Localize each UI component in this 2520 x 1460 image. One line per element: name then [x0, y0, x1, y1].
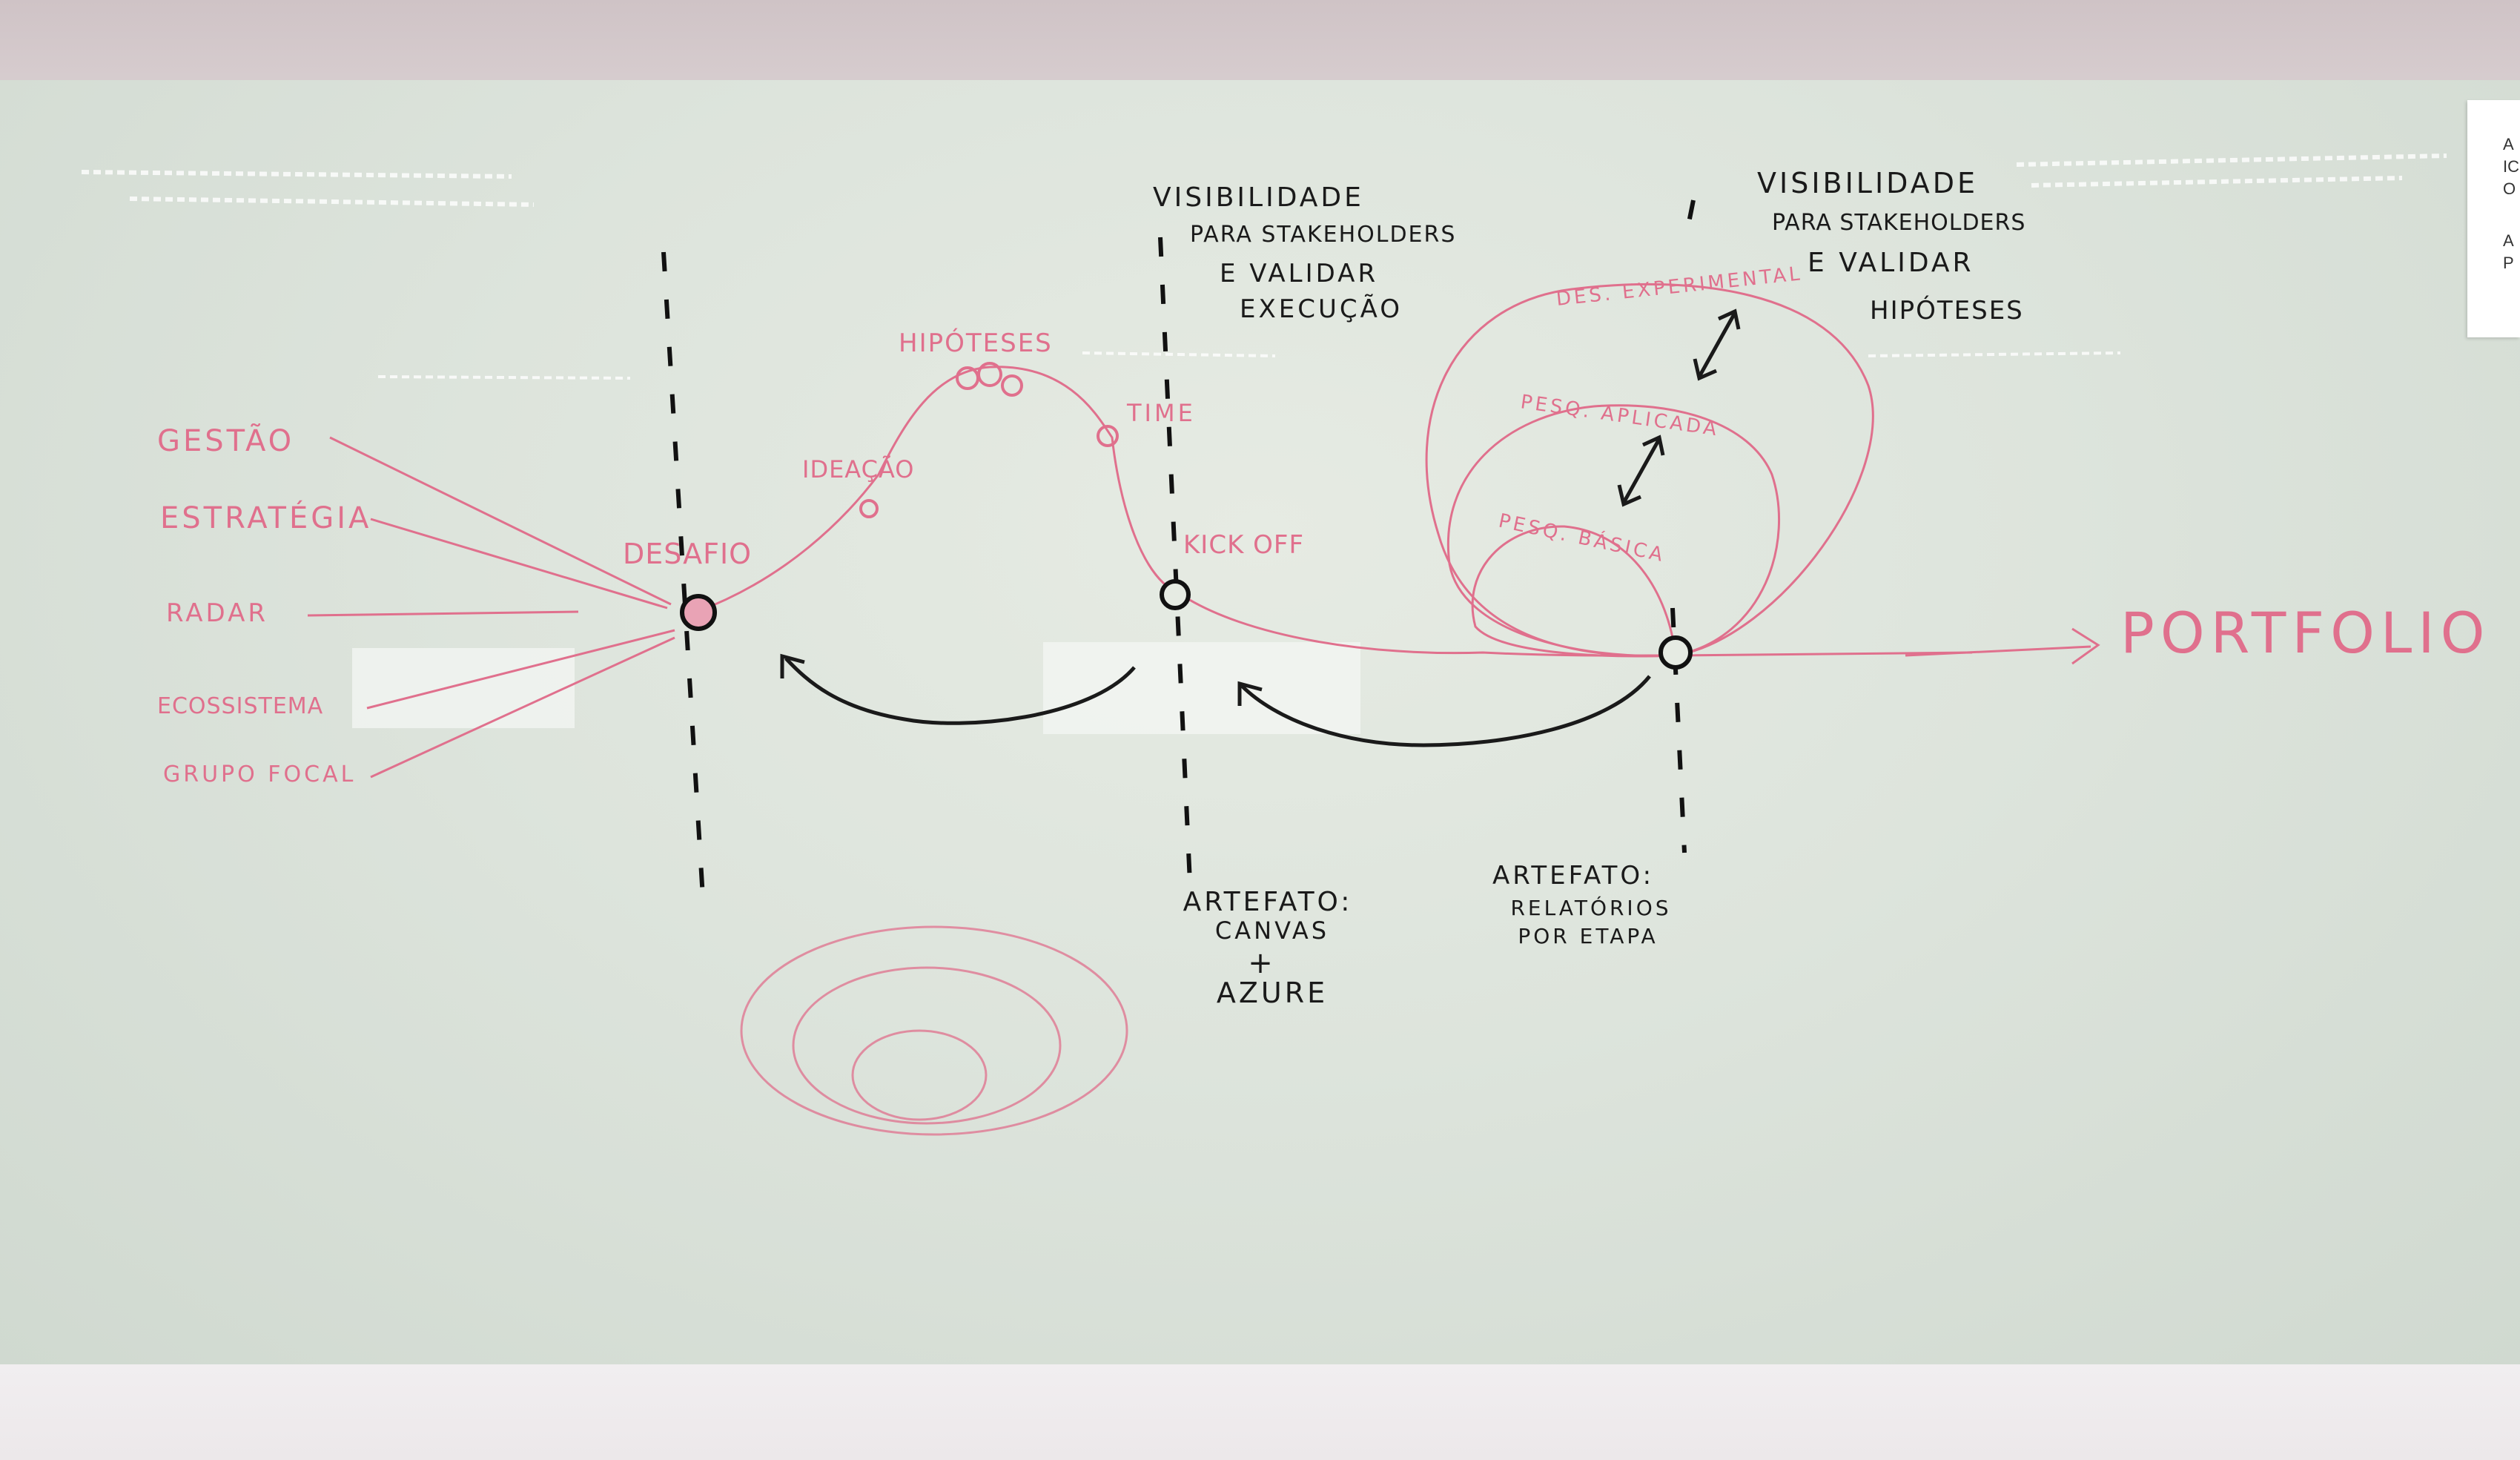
note-line: VISIBILIDADE [1757, 167, 1978, 199]
note-line: POR ETAPA [1518, 924, 1658, 948]
note-line: ARTEFATO: [1492, 861, 1654, 891]
sticky-note: A IC O A P [2467, 100, 2520, 337]
stage-labels: DESAFIO IDEAÇÃO HIPÓTESES TIME KICK OFF … [623, 328, 2490, 666]
kickoff-label: KICK OFF [1183, 530, 1304, 560]
visibility-note-1: VISIBILIDADE PARA STAKEHOLDERS E VALIDAR… [1153, 182, 1456, 324]
input-label: GRUPO FOCAL [163, 762, 356, 787]
return-arrow [780, 653, 1651, 747]
stage-dividers [661, 199, 1696, 898]
ideacao-label: IDEAÇÃO [802, 455, 914, 483]
portfolio-label: PORTFOLIO [2120, 600, 2490, 666]
spiral-sketch [740, 925, 1128, 1136]
hipoteses-dot [1001, 374, 1023, 397]
note-line: HIPÓTESES [1870, 295, 2024, 326]
time-dot [1097, 425, 1119, 447]
note-line: PARA STAKEHOLDERS [1190, 222, 1456, 248]
note-line: EXECUÇÃO [1240, 294, 1403, 324]
note-line: RELATÓRIOS [1510, 895, 1671, 920]
kickoff-node [1160, 579, 1191, 610]
loop-labels: DES. EXPERIMENTAL PESQ. APLICADA PESQ. B… [1497, 262, 1804, 567]
input-label: ECOSSISTEMA [157, 693, 323, 719]
sticky-line: P [2503, 254, 2514, 272]
milestone-nodes [680, 362, 1693, 670]
input-lines [307, 436, 675, 779]
glare-patch [1043, 642, 1360, 734]
sticky-line: A [2503, 135, 2514, 153]
ideacao-dot [859, 499, 879, 518]
artifact-note-2: ARTEFATO: RELATÓRIOS POR ETAPA [1492, 861, 1671, 948]
hipoteses-dot [977, 362, 1002, 387]
journey-curve [696, 366, 1973, 657]
research-loops [1425, 283, 1874, 658]
loop-label: PESQ. BÁSICA [1497, 509, 1668, 567]
visibility-note-2: VISIBILIDADE PARA STAKEHOLDERS E VALIDAR… [1757, 167, 2025, 326]
note-line: AZURE [1217, 977, 1328, 1009]
sticky-line: A [2503, 231, 2514, 250]
portfolio-arrow [1905, 627, 2100, 665]
note-line: CANVAS [1215, 916, 1329, 945]
hipoteses-label: HIPÓTESES [899, 328, 1053, 358]
sticky-line: IC [2503, 157, 2519, 176]
note-line: + [1248, 946, 1276, 980]
time-label: TIME [1126, 399, 1196, 427]
note-line: E VALIDAR [1808, 248, 1974, 278]
loop-label: PESQ. APLICADA [1519, 391, 1721, 440]
input-label: ESTRATÉGIA [160, 500, 371, 535]
input-labels: GESTÃO ESTRATÉGIA RADAR ECOSSISTEMA GRUP… [157, 423, 371, 787]
portfolio-node [1658, 635, 1693, 670]
input-label: RADAR [166, 598, 268, 628]
light-reflections [81, 153, 2447, 380]
sticky-line: O [2503, 179, 2516, 198]
note-line: VISIBILIDADE [1153, 182, 1364, 213]
desafio-node [680, 594, 717, 631]
double-arrow-icon [1617, 308, 1741, 507]
whiteboard-ledge [0, 1364, 2520, 1460]
glare-patch [352, 648, 575, 728]
note-line: PARA STAKEHOLDERS [1772, 210, 2025, 236]
note-line: ARTEFATO: [1183, 887, 1353, 917]
note-line: E VALIDAR [1220, 259, 1378, 288]
artifact-note-1: ARTEFATO: CANVAS + AZURE [1183, 887, 1353, 1009]
loop-label: DES. EXPERIMENTAL [1555, 262, 1804, 311]
input-label: GESTÃO [157, 423, 294, 458]
desafio-label: DESAFIO [623, 538, 752, 570]
